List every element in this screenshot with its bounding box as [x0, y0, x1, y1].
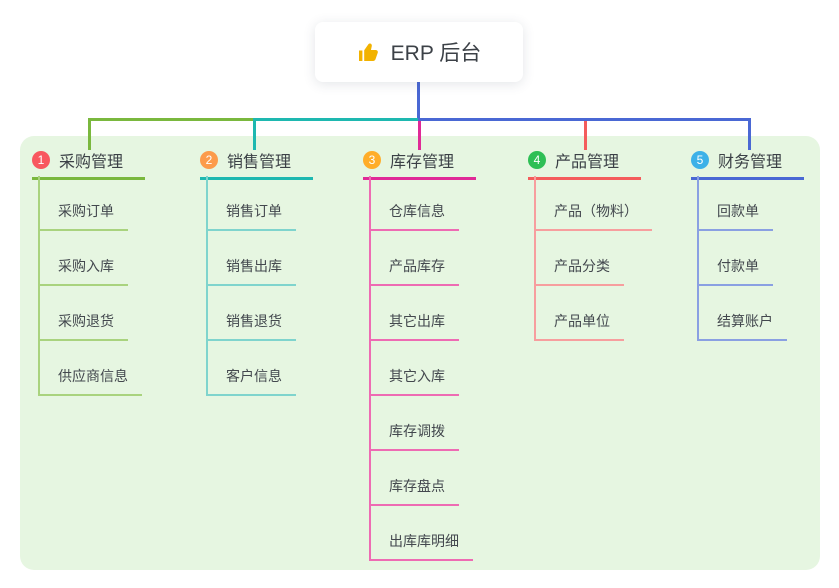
mind-item-label[interactable]: 付款单: [697, 256, 773, 286]
branch-label: 产品管理: [555, 154, 620, 171]
branch-label: 库存管理: [390, 154, 455, 171]
mind-item: 产品库存: [369, 231, 473, 286]
mind-item: 产品单位: [534, 286, 652, 341]
mind-item-label[interactable]: 销售出库: [206, 256, 296, 286]
branch-number-badge: 2: [200, 151, 218, 169]
branch-label: 财务管理: [718, 154, 783, 171]
mind-item: 付款单: [697, 231, 787, 286]
mind-item-label[interactable]: 其它入库: [369, 366, 459, 396]
mind-item: 其它入库: [369, 341, 473, 396]
mind-item-label[interactable]: 供应商信息: [38, 366, 142, 396]
branch-number-badge: 1: [32, 151, 50, 169]
mind-item-label[interactable]: 回款单: [697, 201, 773, 231]
mind-item: 回款单: [697, 176, 787, 231]
branch-header-4[interactable]: 4 产品管理: [528, 147, 641, 180]
branch-header-1[interactable]: 1 采购管理: [32, 147, 145, 180]
mind-item-label[interactable]: 采购入库: [38, 256, 128, 286]
mind-item: 仓库信息: [369, 176, 473, 231]
mind-item: 销售订单: [206, 176, 296, 231]
connector-trunk-right: [418, 118, 751, 121]
mind-item: 采购订单: [38, 176, 142, 231]
connector-drop-4: [584, 121, 587, 150]
connector-drop-2: [253, 121, 256, 150]
branch-child-connector: [697, 176, 699, 341]
connector-drop-1: [88, 121, 91, 150]
mind-item: 采购退货: [38, 286, 142, 341]
branch-header-3[interactable]: 3 库存管理: [363, 147, 476, 180]
mindmap-canvas[interactable]: [20, 136, 820, 570]
mind-item-label[interactable]: 仓库信息: [369, 201, 459, 231]
mind-item-label[interactable]: 其它出库: [369, 311, 459, 341]
branch-children-3: 仓库信息产品库存其它出库其它入库库存调拨库存盘点出库库明细: [369, 176, 473, 561]
branch-children-2: 销售订单销售出库销售退货客户信息: [206, 176, 296, 396]
connector-trunk-mid: [253, 118, 418, 121]
mind-item: 供应商信息: [38, 341, 142, 396]
branch-children-1: 采购订单采购入库采购退货供应商信息: [38, 176, 142, 396]
mind-item: 库存调拨: [369, 396, 473, 451]
mind-item-label[interactable]: 采购退货: [38, 311, 128, 341]
mind-item-label[interactable]: 产品分类: [534, 256, 624, 286]
mind-item-label[interactable]: 库存盘点: [369, 476, 459, 506]
mind-item-label[interactable]: 出库库明细: [369, 531, 473, 561]
mind-item: 产品（物料）: [534, 176, 652, 231]
branch-children-5: 回款单付款单结算账户: [697, 176, 787, 341]
mind-item-label[interactable]: 销售订单: [206, 201, 296, 231]
mind-item-label[interactable]: 库存调拨: [369, 421, 459, 451]
mind-item-label[interactable]: 结算账户: [697, 311, 787, 341]
mind-item-label[interactable]: 产品（物料）: [534, 201, 652, 231]
mind-item: 采购入库: [38, 231, 142, 286]
mind-item-label[interactable]: 客户信息: [206, 366, 296, 396]
thumbs-up-icon: [357, 40, 381, 64]
mind-item-label[interactable]: 产品库存: [369, 256, 459, 286]
branch-child-connector: [206, 176, 208, 396]
mind-item: 产品分类: [534, 231, 652, 286]
branch-children-4: 产品（物料） 产品分类产品单位: [534, 176, 652, 341]
mind-item: 销售退货: [206, 286, 296, 341]
connector-drop-5: [748, 121, 751, 150]
mind-item: 其它出库: [369, 286, 473, 341]
connector-drop-3: [418, 121, 421, 150]
connector-root-stub: [417, 82, 420, 118]
mind-item-label[interactable]: 采购订单: [38, 201, 128, 231]
mind-item: 客户信息: [206, 341, 296, 396]
root-node[interactable]: ERP 后台: [315, 22, 523, 82]
connector-trunk-left: [88, 118, 253, 121]
mind-item: 结算账户: [697, 286, 787, 341]
branch-header-5[interactable]: 5 财务管理: [691, 147, 804, 180]
mind-item: 库存盘点: [369, 451, 473, 506]
mind-item: 出库库明细: [369, 506, 473, 561]
branch-number-badge: 5: [691, 151, 709, 169]
branch-number-badge: 4: [528, 151, 546, 169]
branch-child-connector: [369, 176, 371, 561]
branch-label: 销售管理: [227, 154, 292, 171]
branch-header-2[interactable]: 2 销售管理: [200, 147, 313, 180]
branch-number-badge: 3: [363, 151, 381, 169]
branch-child-connector: [38, 176, 40, 396]
branch-label: 采购管理: [59, 154, 124, 171]
mind-item-label[interactable]: 销售退货: [206, 311, 296, 341]
mind-item-label[interactable]: 产品单位: [534, 311, 624, 341]
branch-child-connector: [534, 176, 536, 341]
mind-item: 销售出库: [206, 231, 296, 286]
root-node-title: ERP 后台: [390, 42, 482, 65]
